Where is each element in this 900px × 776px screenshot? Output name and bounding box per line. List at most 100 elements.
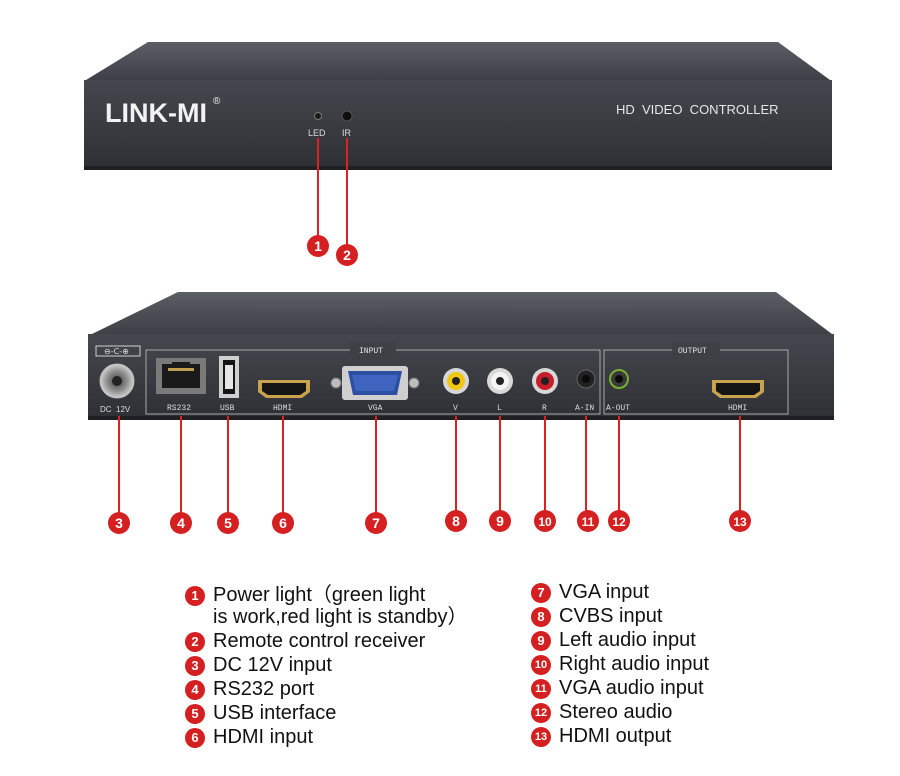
callout-1: 1 xyxy=(307,235,329,257)
legend-item-10: 10 Right audio input xyxy=(531,652,791,676)
output-group-label: OUTPUT xyxy=(678,347,707,356)
rca-video-label: V xyxy=(453,404,458,413)
legend-item-4: 4 RS232 port xyxy=(185,677,515,701)
legend-left: 1 Power light（green light is work,red li… xyxy=(185,583,515,753)
legend-text-6: HDMI input xyxy=(213,726,314,748)
legend-badge-2: 2 xyxy=(185,632,205,652)
svg-text:⊖-C-⊕: ⊖-C-⊕ xyxy=(104,347,129,356)
audio-out-label: A-OUT xyxy=(606,404,630,413)
svg-text:1: 1 xyxy=(314,238,322,254)
dc-12v-jack: ⊖-C-⊕ DC 12V xyxy=(95,345,141,414)
device-diagram: LINK-MI ® LED IR HD VIDEO CONTROLLER ⊖-C… xyxy=(84,42,834,534)
legend-text-11: VGA audio input xyxy=(559,677,704,699)
rear-device: ⊖-C-⊕ DC 12V INPUT RS232 USB H xyxy=(88,292,834,420)
legend-badge-13: 13 xyxy=(531,727,551,747)
hdmi-output-label: HDMI xyxy=(728,404,747,413)
legend-badge-11: 11 xyxy=(531,679,551,699)
legend-item-2: 2 Remote control receiver xyxy=(185,629,515,653)
input-group-label: INPUT xyxy=(359,347,383,356)
audio-out-jack: A-OUT xyxy=(606,369,630,413)
audio-in-jack: A-IN xyxy=(575,369,596,413)
legend-text-8: CVBS input xyxy=(559,605,663,627)
callout-5: 5 xyxy=(217,512,239,534)
callout-4: 4 xyxy=(170,512,192,534)
led-label: LED xyxy=(308,128,326,138)
callout-7: 7 xyxy=(365,512,387,534)
legend-text-2: Remote control receiver xyxy=(213,630,426,652)
front-device: LINK-MI ® LED IR HD VIDEO CONTROLLER xyxy=(84,42,832,170)
hdmi-output-port: HDMI xyxy=(712,380,764,413)
legend-text-4: RS232 port xyxy=(213,678,315,700)
rs232-port: RS232 xyxy=(156,358,206,413)
rca-video-port: V xyxy=(443,368,469,413)
brand-logo: LINK-MI xyxy=(105,98,207,128)
led-indicator xyxy=(314,112,322,120)
legend-item-8: 8 CVBS input xyxy=(531,604,791,628)
callout-3: 3 xyxy=(108,512,130,534)
legend-item-6: 6 HDMI input xyxy=(185,725,515,749)
callout-badges: 1 2 3 4 5 6 7 8 9 10 11 12 13 xyxy=(108,235,751,534)
svg-text:6: 6 xyxy=(279,515,287,531)
legend-item-11: 11 VGA audio input xyxy=(531,676,791,700)
legend-badge-5: 5 xyxy=(185,704,205,724)
svg-text:4: 4 xyxy=(177,515,185,531)
callout-13: 13 xyxy=(729,510,751,532)
rca-right-audio-port: R xyxy=(532,368,558,413)
svg-text:8: 8 xyxy=(452,513,460,529)
svg-text:9: 9 xyxy=(496,513,504,529)
legend-text-10: Right audio input xyxy=(559,653,710,675)
usb-port: USB xyxy=(219,356,239,413)
svg-text:13: 13 xyxy=(733,515,747,529)
dc-12v-label: DC 12V xyxy=(100,405,131,414)
legend-badge-1: 1 xyxy=(185,586,205,606)
callout-12: 12 xyxy=(608,510,630,532)
legend-badge-12: 12 xyxy=(531,703,551,723)
legend-badge-3: 3 xyxy=(185,656,205,676)
rca-right-label: R xyxy=(542,404,547,413)
brand-registered-mark: ® xyxy=(213,96,221,107)
svg-text:10: 10 xyxy=(538,515,552,529)
rs232-label: RS232 xyxy=(167,404,191,413)
legend-badge-8: 8 xyxy=(531,607,551,627)
callout-9: 9 xyxy=(489,510,511,532)
svg-text:7: 7 xyxy=(372,515,380,531)
legend-badge-10: 10 xyxy=(531,655,551,675)
legend-item-9: 9 Left audio input xyxy=(531,628,791,652)
usb-label: USB xyxy=(220,404,235,413)
legend-item-1: 1 Power light（green light is work,red li… xyxy=(185,583,515,629)
vga-label: VGA xyxy=(368,404,383,413)
legend-badge-6: 6 xyxy=(185,728,205,748)
ir-receiver xyxy=(341,110,353,122)
front-top-surface xyxy=(86,42,830,80)
rear-top-surface xyxy=(92,292,832,334)
svg-text:5: 5 xyxy=(224,515,232,531)
hdmi-input-label: HDMI xyxy=(273,404,292,413)
legend-text-7: VGA input xyxy=(559,581,650,603)
legend-text-1-line2: is work,red light is standby） xyxy=(213,606,468,628)
svg-text:11: 11 xyxy=(582,515,595,529)
callout-2: 2 xyxy=(336,244,358,266)
legend-text-3: DC 12V input xyxy=(213,654,332,676)
legend-badge-4: 4 xyxy=(185,680,205,700)
model-text: HD VIDEO CONTROLLER xyxy=(616,102,779,117)
svg-text:12: 12 xyxy=(612,515,626,529)
legend-item-7: 7 VGA input xyxy=(531,580,791,604)
hdmi-input-port: HDMI xyxy=(258,380,310,413)
legend-badge-7: 7 xyxy=(531,583,551,603)
vga-port: VGA xyxy=(330,366,420,413)
rca-left-label: L xyxy=(497,404,502,413)
callout-8: 8 xyxy=(445,510,467,532)
legend-right: 7 VGA input 8 CVBS input 9 Left audio in… xyxy=(531,580,791,750)
rca-left-audio-port: L xyxy=(487,368,513,413)
legend-item-3: 3 DC 12V input xyxy=(185,653,515,677)
legend-item-12: 12 Stereo audio xyxy=(531,700,791,724)
legend-item-5: 5 USB interface xyxy=(185,701,515,725)
callout-10: 10 xyxy=(534,510,556,532)
legend-text-1: Power light（green light xyxy=(213,584,426,606)
audio-in-label: A-IN xyxy=(575,404,594,413)
legend-text-13: HDMI output xyxy=(559,725,672,747)
legend-text-12: Stereo audio xyxy=(559,701,673,723)
legend-text-5: USB interface xyxy=(213,702,337,724)
ir-label: IR xyxy=(342,128,352,138)
svg-text:3: 3 xyxy=(115,515,123,531)
